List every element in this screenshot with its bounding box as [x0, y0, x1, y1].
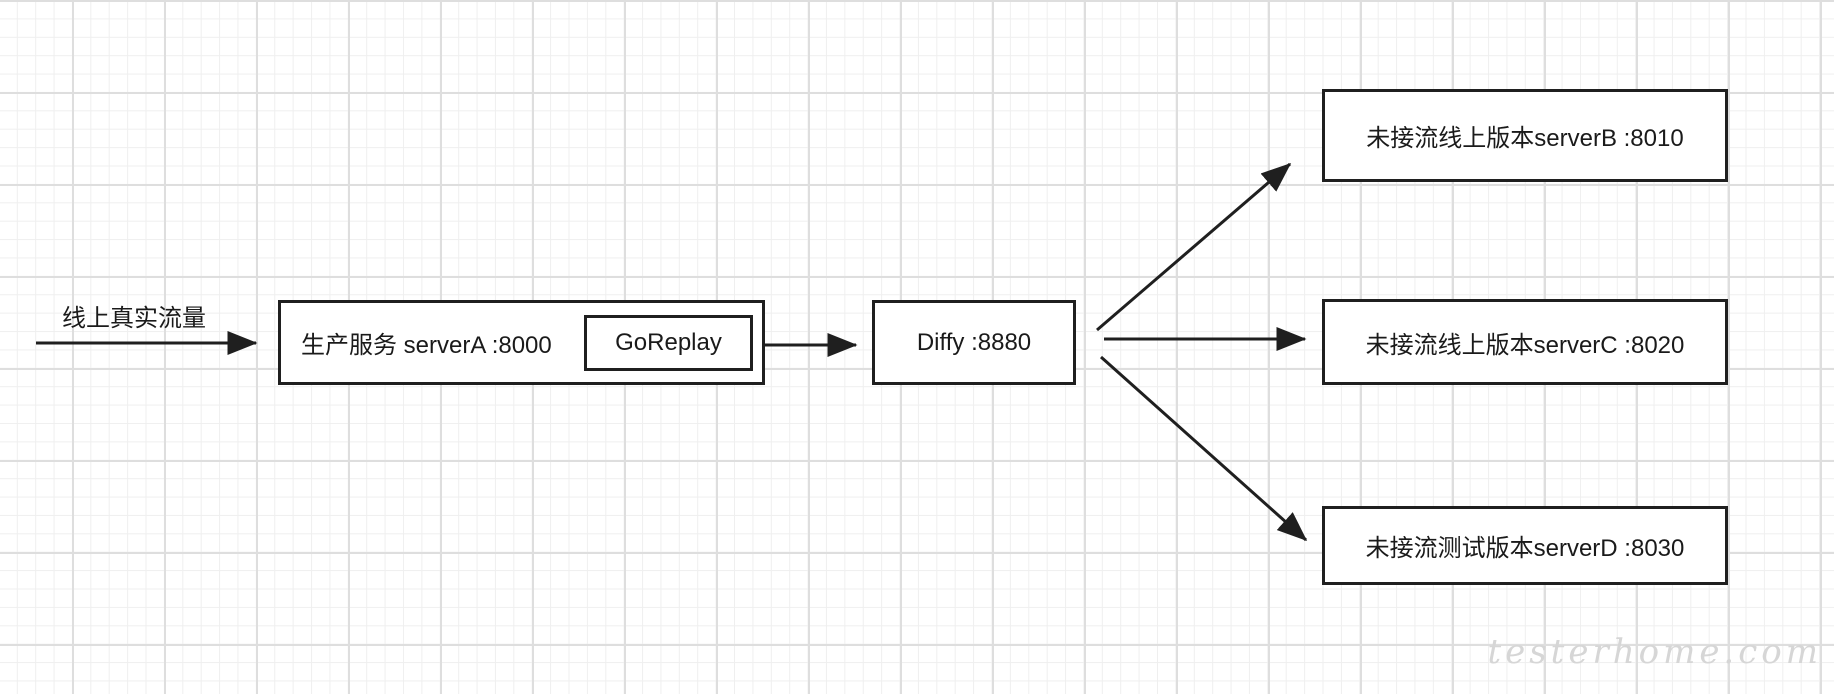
- diffy-label: Diffy :8880: [916, 328, 1032, 356]
- server-d-node: 未接流测试版本serverD :8030: [1322, 506, 1728, 585]
- source-traffic-label: 线上真实流量: [62, 305, 206, 332]
- server-b-node: 未接流线上版本serverB :8010: [1322, 89, 1728, 182]
- diffy-node: Diffy :8880: [872, 300, 1076, 385]
- server-b-label: 未接流线上版本serverB :8010: [1366, 125, 1684, 152]
- server-a-label: 生产服务 serverA :8000: [301, 332, 552, 359]
- server-a-node: 生产服务 serverA :8000: [278, 300, 765, 385]
- server-d-label: 未接流测试版本serverD :8030: [1365, 535, 1685, 562]
- watermark: testerhome.com: [1487, 632, 1822, 672]
- edge-diffy-to-server-d: [1100, 355, 1308, 542]
- server-c-node: 未接流线上版本serverC :8020: [1322, 299, 1728, 385]
- edge-diffy-to-server-b: [1096, 162, 1292, 332]
- server-c-label: 未接流线上版本serverC :8020: [1365, 331, 1685, 359]
- goreplay-node: GoReplay: [584, 315, 753, 371]
- goreplay-label: GoReplay: [615, 329, 722, 356]
